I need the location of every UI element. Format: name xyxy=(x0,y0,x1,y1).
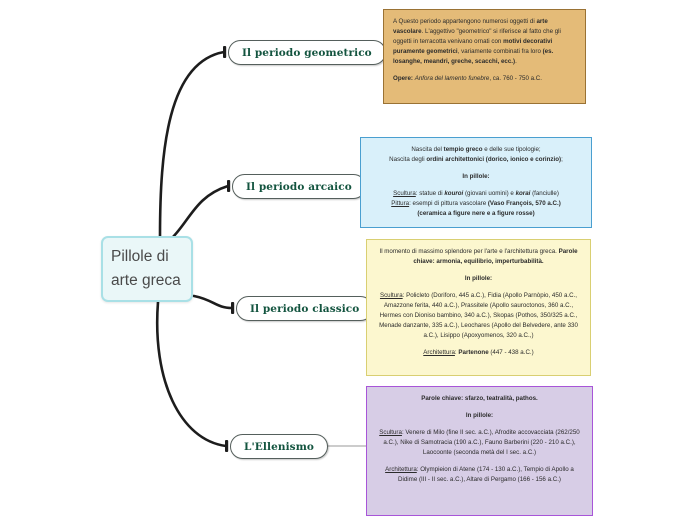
classico-scultura-label: Scultura xyxy=(379,292,403,300)
branch-node-geometrico[interactable]: Il periodo geometrico xyxy=(228,40,386,65)
ellenismo-architettura-label: Architettura xyxy=(385,466,417,474)
classico-intro-bold: Parole chiave: armonia, equilibrio, impe… xyxy=(413,248,578,266)
arcaico-scultura-c: (fanciulle) xyxy=(530,190,559,198)
geometrico-intro: A Questo periodo appartengono numerosi o… xyxy=(393,17,576,67)
geometrico-opere: Opere: Anfora del lamento funebre, ca. 7… xyxy=(393,74,576,84)
branch-label-ellenismo: L'Ellenismo xyxy=(244,440,315,453)
spacer xyxy=(376,421,583,428)
arcaico-pittura-ceramica: (ceramica a figure nere e a figure rosse… xyxy=(417,210,535,218)
geometrico-intro-bold-1: arte vascolare xyxy=(393,18,548,36)
arcaico-l1-c: e delle sue tipologie; xyxy=(482,146,541,153)
spacer xyxy=(376,458,583,465)
arcaico-in-pillole: In pillole: xyxy=(370,172,582,182)
classico-architettura-c: (447 - 438 a.C.) xyxy=(488,349,534,357)
content-box-arcaico[interactable]: Nascita del tempio greco e delle sue tip… xyxy=(360,137,592,228)
classico-scultura-text: : Policleto (Doriforo, 445 a.C.), Fidia … xyxy=(379,292,578,340)
spacer xyxy=(376,404,583,411)
geometrico-intro-bold-3: (es. losanghe, meandri, greche, scacchi,… xyxy=(393,48,554,66)
arcaico-l2-bold: ordini architettonici (dorico, ionico e … xyxy=(426,156,562,164)
ellenismo-parole-chiave: Parole chiave: sfarzo, teatralità, patho… xyxy=(376,394,583,404)
branch-node-classico[interactable]: Il periodo classico xyxy=(236,296,374,321)
geometrico-intro-bold-2: motivi decorativi puramente geometrici xyxy=(393,38,553,56)
ellenismo-scultura: Scultura: Venere di Milo (fine II sec. a… xyxy=(376,428,583,458)
classico-architettura-partenone: Partenone xyxy=(458,349,489,357)
classico-intro: Il momento di massimo splendore per l'ar… xyxy=(376,247,581,267)
classico-architettura: Architettura: Partenone (447 - 438 a.C.) xyxy=(376,348,581,358)
arcaico-scultura-korai: korai xyxy=(515,190,531,198)
arcaico-l1-bold: tempio greco xyxy=(443,146,483,153)
arcaico-l2-a: Nascita degli xyxy=(389,156,427,164)
spacer xyxy=(393,67,576,74)
central-node-line-2: arte greca xyxy=(111,272,181,289)
classico-in-pillole-label: In pillole: xyxy=(464,275,493,283)
geometrico-intro-4: . xyxy=(515,58,517,66)
ellenismo-scultura-label: Scultura xyxy=(379,429,402,437)
arcaico-pittura-a: : esempi di pittura vascolare xyxy=(409,200,488,208)
ellenismo-parole-chiave-text: Parole chiave: sfarzo, teatralità, patho… xyxy=(421,395,538,402)
arcaico-scultura: Scultura: statue di kouroi (giovani uomi… xyxy=(370,189,582,199)
arcaico-l2-c: ; xyxy=(561,156,563,164)
arcaico-in-pillole-label: In pillole: xyxy=(462,173,490,181)
geometrico-opere-title: Anfora del lamento funebre xyxy=(414,75,490,83)
geometrico-intro-2: . L'aggettivo "geometrico" si riferisce … xyxy=(393,28,561,46)
spacer xyxy=(370,165,582,172)
arcaico-ceramica: (ceramica a figure nere e a figure rosse… xyxy=(370,209,582,219)
arcaico-scultura-label: Scultura xyxy=(393,190,416,198)
arcaico-pittura-vaso: (Vaso François, 570 a.C.) xyxy=(487,200,561,208)
spacer xyxy=(376,267,581,274)
classico-in-pillole: In pillole: xyxy=(376,274,581,284)
central-node-line-1: Pillole di xyxy=(111,247,169,265)
classico-architettura-a: : xyxy=(454,349,459,357)
spacer xyxy=(376,284,581,291)
arcaico-line-2: Nascita degli ordini architettonici (dor… xyxy=(370,155,582,165)
branch-node-arcaico[interactable]: Il periodo arcaico xyxy=(232,174,366,199)
ellenismo-architettura-text: : Olympieion di Atene (174 - 130 a.C.), … xyxy=(398,466,574,484)
branch-label-geometrico: Il periodo geometrico xyxy=(242,46,372,59)
classico-intro-a: Il momento di massimo splendore per l'ar… xyxy=(379,248,559,255)
geometrico-intro-1: A Questo periodo appartengono numerosi o… xyxy=(393,18,537,25)
arcaico-pittura: Pittura: esempi di pittura vascolare (Va… xyxy=(370,199,582,209)
arcaico-scultura-a: : statue di xyxy=(415,190,445,198)
geometrico-opere-date: , ca. 760 - 750 a.C. xyxy=(489,75,542,83)
ellenismo-architettura: Architettura: Olympieion di Atene (174 -… xyxy=(376,465,583,485)
branch-node-ellenismo[interactable]: L'Ellenismo xyxy=(230,434,329,459)
classico-architettura-label: Architettura xyxy=(423,349,455,357)
geometrico-opere-label: Opere: xyxy=(393,75,413,83)
spacer xyxy=(370,182,582,189)
classico-scultura: Scultura: Policleto (Doriforo, 445 a.C.)… xyxy=(376,291,581,341)
ellenismo-scultura-text: : Venere di Milo (fine II sec. a.C.), Af… xyxy=(383,429,580,457)
central-node[interactable]: Pillole di arte greca xyxy=(101,236,193,302)
geometrico-intro-3: , variamente combinati fra loro xyxy=(457,48,543,56)
content-box-geometrico[interactable]: A Questo periodo appartengono numerosi o… xyxy=(383,9,586,104)
ellenismo-in-pillole: In pillole: xyxy=(376,411,583,421)
branch-label-arcaico: Il periodo arcaico xyxy=(246,180,352,193)
content-box-classico[interactable]: Il momento di massimo splendore per l'ar… xyxy=(366,239,591,376)
branch-label-classico: Il periodo classico xyxy=(250,302,360,315)
arcaico-line-1: Nascita del tempio greco e delle sue tip… xyxy=(370,145,582,155)
ellenismo-in-pillole-label: In pillole: xyxy=(465,412,494,420)
arcaico-scultura-kouroi: kouroi xyxy=(444,190,464,198)
spacer xyxy=(376,341,581,348)
arcaico-l1-a: Nascita del xyxy=(411,146,444,153)
arcaico-pittura-label: Pittura xyxy=(391,200,410,208)
content-box-ellenismo[interactable]: Parole chiave: sfarzo, teatralità, patho… xyxy=(366,386,593,516)
arcaico-scultura-b: (giovani uomini) e xyxy=(463,190,516,198)
